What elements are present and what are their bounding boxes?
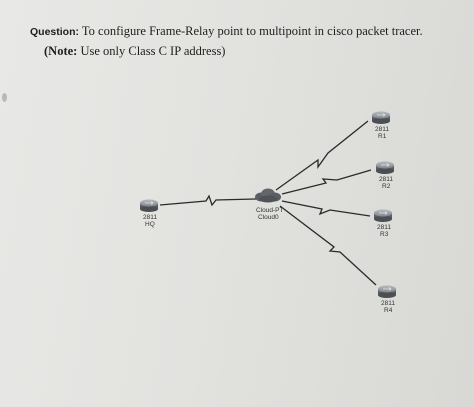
router-r1-model: 2811 bbox=[375, 126, 389, 133]
router-hq-name: HQ bbox=[145, 221, 155, 228]
router-r2: 2811 R2 bbox=[376, 161, 394, 190]
question-label: Question: bbox=[30, 26, 79, 38]
note-line: (Note: Use only Class C IP address) bbox=[44, 44, 225, 59]
router-icon bbox=[378, 285, 396, 298]
router-hq: 2811 HQ bbox=[140, 199, 158, 228]
note-text: Use only Class C IP address) bbox=[80, 44, 226, 58]
link-cloud-r1 bbox=[275, 120, 369, 191]
router-hq-model: 2811 bbox=[143, 214, 157, 221]
links bbox=[159, 120, 377, 286]
router-r4: 2811 R4 bbox=[378, 285, 396, 314]
router-r1: 2811 R1 bbox=[372, 111, 390, 140]
note-label: (Note: bbox=[44, 44, 78, 58]
router-r2-name: R2 bbox=[382, 183, 391, 190]
question-line: Question: To configure Frame-Relay point… bbox=[30, 24, 460, 39]
link-hq-cloud bbox=[159, 194, 257, 207]
question-text: To configure Frame-Relay point to multip… bbox=[81, 24, 423, 38]
router-r3: 2811 R3 bbox=[374, 209, 392, 238]
router-icon bbox=[140, 199, 158, 212]
binder-hole-shadow bbox=[2, 93, 7, 102]
router-r4-name: R4 bbox=[384, 307, 393, 314]
cloud-device: Cloud-PT Cloud0 bbox=[255, 188, 283, 221]
link-cloud-r2 bbox=[281, 169, 372, 195]
router-icon bbox=[376, 161, 394, 174]
router-r3-model: 2811 bbox=[377, 224, 391, 231]
cloud-label-1: Cloud-PT bbox=[256, 207, 283, 214]
router-icon bbox=[372, 111, 390, 124]
link-cloud-r4 bbox=[279, 205, 377, 286]
cloud-label-2: Cloud0 bbox=[258, 214, 279, 221]
router-r3-name: R3 bbox=[380, 231, 389, 238]
router-r1-name: R1 bbox=[378, 133, 387, 140]
link-cloud-r3 bbox=[281, 200, 371, 217]
cloud-icon bbox=[255, 188, 281, 203]
router-r2-model: 2811 bbox=[379, 176, 393, 183]
router-r4-model: 2811 bbox=[381, 300, 395, 307]
router-icon bbox=[374, 209, 392, 222]
